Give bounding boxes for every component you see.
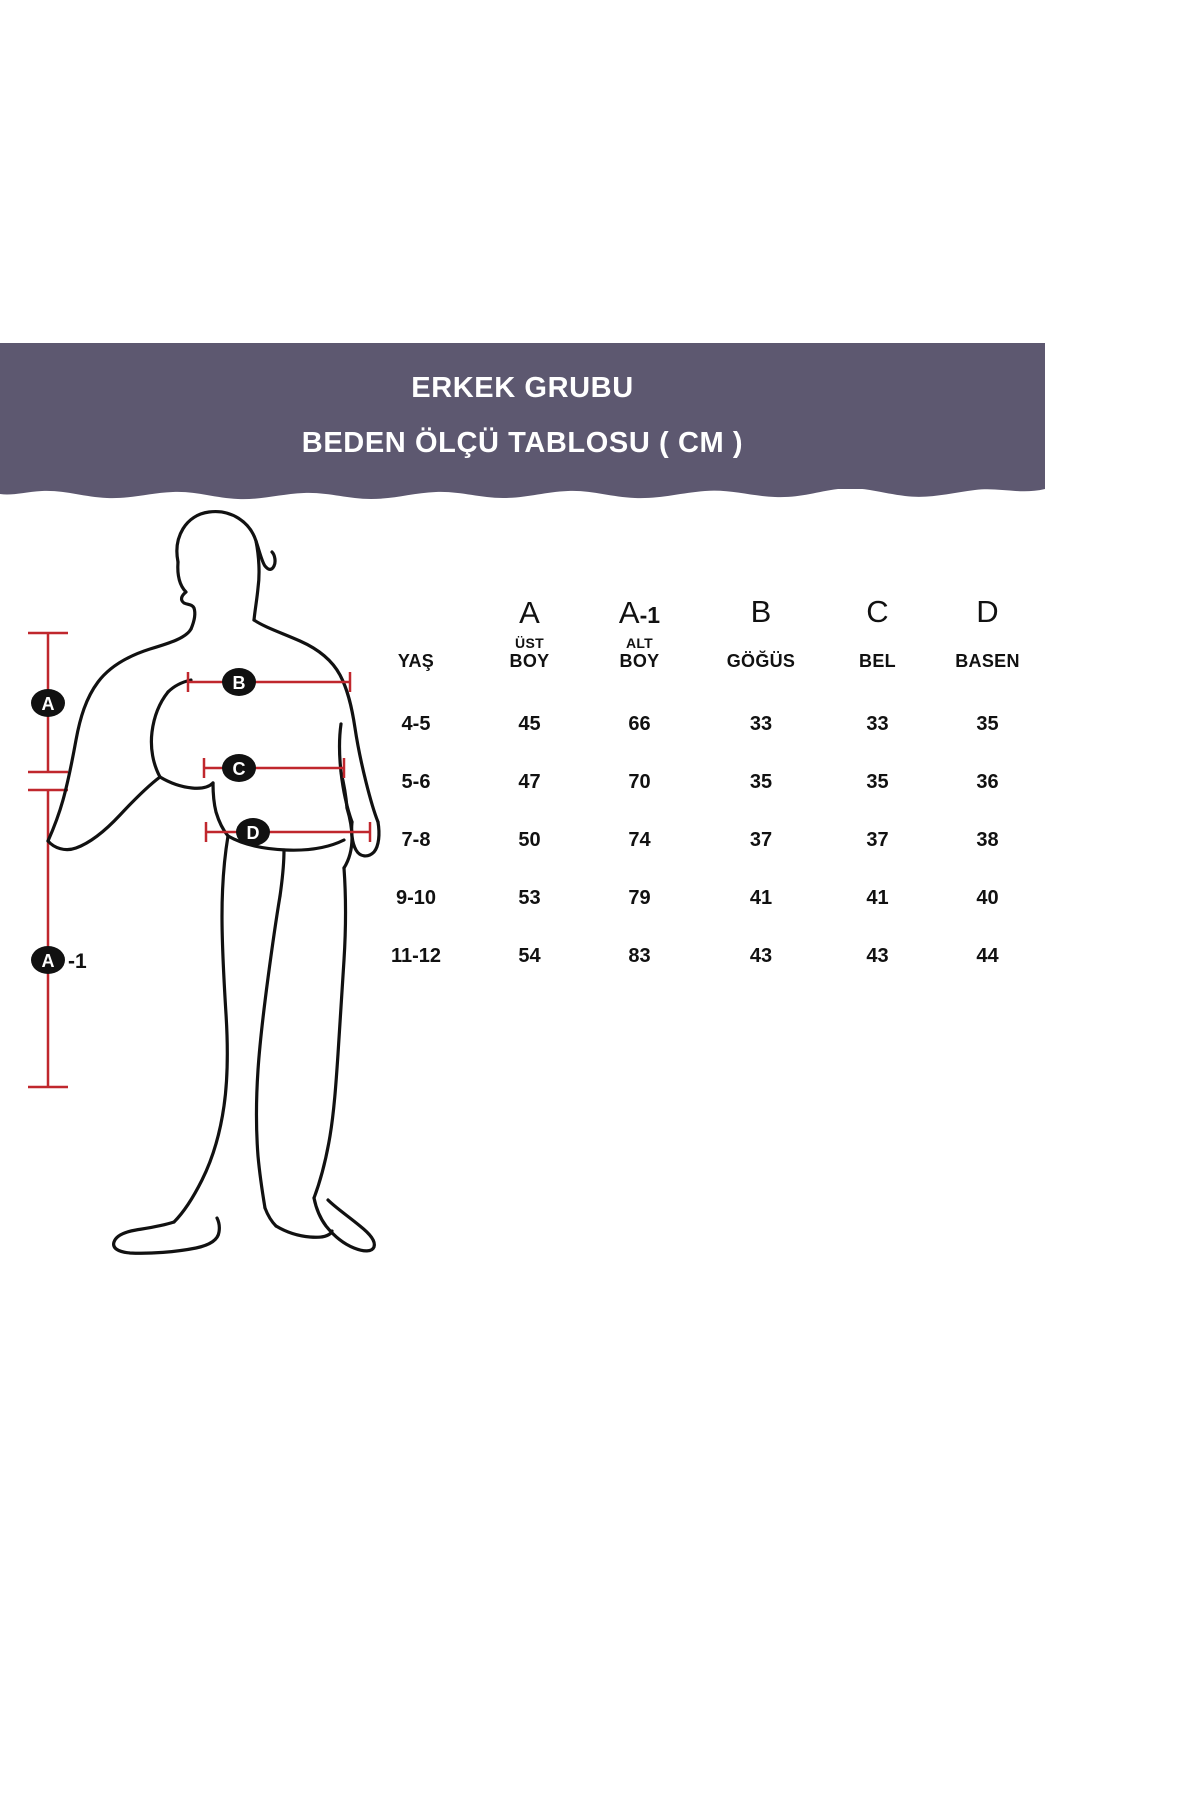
column-small-alt-boy: ALT <box>625 635 654 652</box>
cell-ust-boy: 54 <box>518 944 541 967</box>
table-row: 9-10 53 79 41 41 40 <box>355 869 1045 927</box>
column-word-alt-boy: BOY <box>619 651 660 672</box>
marker-badge-d: D <box>236 818 270 846</box>
measure-lines <box>186 672 372 842</box>
cell-gogus: 43 <box>749 944 773 967</box>
measurements-table-wrap: YAŞ A ÜST BOY A-1 ALT BOY <box>355 555 1045 985</box>
measurements-table: YAŞ A ÜST BOY A-1 ALT BOY <box>355 555 1045 985</box>
table-row: 7-8 50 74 37 37 38 <box>355 811 1045 869</box>
marker-badge-a1: A -1 <box>31 946 87 974</box>
cell-ust-boy: 45 <box>518 712 541 735</box>
column-letter-basen: D <box>976 593 999 629</box>
cell-bel: 35 <box>866 770 889 793</box>
cell-alt-boy: 70 <box>628 770 651 793</box>
table-header-row: YAŞ A ÜST BOY A-1 ALT BOY <box>355 555 1045 673</box>
column-letter-alt-boy-suffix: -1 <box>639 602 661 629</box>
page-subtitle: BEDEN ÖLÇÜ TABLOSU ( CM ) <box>301 427 744 459</box>
cell-gogus: 37 <box>749 828 773 851</box>
column-header-gogus: B GÖĞÜS <box>697 555 825 673</box>
column-word-basen: BASEN <box>955 651 1020 672</box>
column-word-gogus: GÖĞÜS <box>726 651 796 672</box>
cell-age: 11-12 <box>390 944 442 967</box>
marker-badge-c: C <box>222 754 256 782</box>
cell-gogus: 33 <box>749 712 773 735</box>
body-figure: A A -1 B C <box>10 500 410 1260</box>
column-word-ust-boy: BOY <box>509 651 550 672</box>
marker-badge-b: B <box>222 668 256 696</box>
cell-gogus: 41 <box>749 886 773 909</box>
marker-a1-label: A <box>42 951 55 971</box>
cell-ust-boy: 47 <box>518 770 541 793</box>
cell-basen: 40 <box>976 886 999 909</box>
cell-alt-boy: 66 <box>628 712 651 735</box>
body-figure-svg: A A -1 B C <box>28 509 381 1255</box>
cell-bel: 43 <box>866 944 889 967</box>
column-letter-ust-boy: A <box>519 595 540 631</box>
cell-alt-boy: 79 <box>628 886 651 909</box>
cell-basen: 35 <box>976 712 999 735</box>
artboard: ERKEK GRUBU BEDEN ÖLÇÜ TABLOSU ( CM ) <box>0 343 1045 1260</box>
cell-basen: 36 <box>976 770 999 793</box>
cell-ust-boy: 53 <box>518 886 541 909</box>
column-header-bel: C BEL <box>825 555 930 673</box>
table-row: 4-5 45 66 33 33 35 <box>355 673 1045 753</box>
table-row: 11-12 54 83 43 43 44 <box>355 927 1045 985</box>
cell-bel: 41 <box>866 886 889 909</box>
column-letter-alt-boy: A-1 <box>582 597 697 630</box>
torn-paper-edge <box>0 485 1045 500</box>
marker-c-label: C <box>233 759 246 779</box>
column-letter-gogus: B <box>750 593 772 629</box>
cell-basen: 44 <box>976 944 999 967</box>
cell-age: 7-8 <box>401 828 431 851</box>
header-band: ERKEK GRUBU BEDEN ÖLÇÜ TABLOSU ( CM ) <box>0 343 1045 500</box>
marker-b-label: B <box>233 673 246 693</box>
marker-d-label: D <box>247 823 260 843</box>
column-spacer-gogus <box>697 634 825 651</box>
cell-alt-boy: 74 <box>628 828 651 851</box>
column-header-alt-boy: A-1 ALT BOY <box>582 555 697 673</box>
cell-bel: 33 <box>866 712 889 735</box>
column-spacer-bel <box>825 634 930 651</box>
column-small-ust-boy: ÜST <box>515 635 544 652</box>
column-header-ust-boy: A ÜST BOY <box>477 555 582 673</box>
table-head: YAŞ A ÜST BOY A-1 ALT BOY <box>355 555 1045 673</box>
cell-age: 4-5 <box>401 712 431 735</box>
page-title: ERKEK GRUBU <box>411 372 634 404</box>
cell-age: 5-6 <box>401 770 431 793</box>
column-letter-alt-boy-base: A <box>618 595 640 631</box>
cell-ust-boy: 50 <box>518 828 541 851</box>
column-spacer-basen <box>930 634 1045 651</box>
body-outline <box>46 509 381 1255</box>
cell-bel: 37 <box>866 828 889 851</box>
marker-a1-suffix: -1 <box>68 950 87 973</box>
table-row: 5-6 47 70 35 35 36 <box>355 753 1045 811</box>
cell-alt-boy: 83 <box>628 944 651 967</box>
cell-basen: 38 <box>976 828 999 851</box>
column-word-age: YAŞ <box>397 651 435 672</box>
header-titles: ERKEK GRUBU BEDEN ÖLÇÜ TABLOSU ( CM ) <box>0 343 1045 489</box>
cell-gogus: 35 <box>749 770 773 793</box>
marker-badge-a: A <box>31 689 65 717</box>
table-body: 4-5 45 66 33 33 35 5-6 47 70 35 35 36 <box>355 673 1045 985</box>
marker-a-label: A <box>42 694 55 714</box>
cell-age: 9-10 <box>395 886 437 909</box>
column-header-basen: D BASEN <box>930 555 1045 673</box>
column-letter-bel: C <box>866 593 889 629</box>
column-header-age: YAŞ <box>355 555 477 673</box>
column-word-bel: BEL <box>859 651 896 672</box>
